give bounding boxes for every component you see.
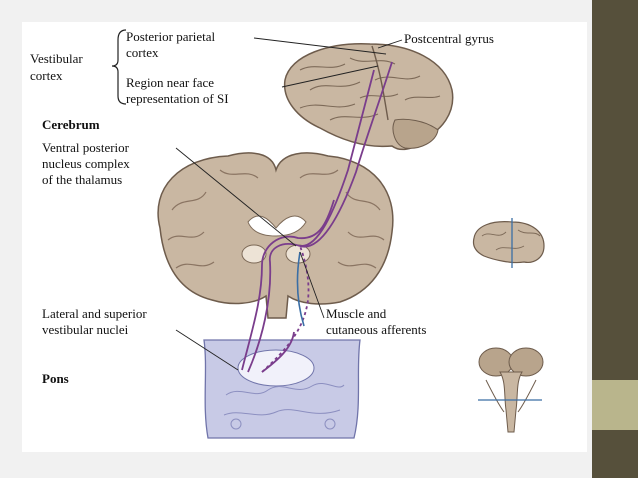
- cerebrum-label: Cerebrum: [42, 117, 100, 132]
- region-near-face-label: Region near face representation of SI: [126, 75, 229, 106]
- ventral-posterior-label: Ventral posterior nucleus complex of the…: [42, 140, 133, 187]
- postcentral-gyrus-label: Postcentral gyrus: [404, 31, 494, 46]
- posterior-parietal-label: Posterior parietal cortex: [126, 29, 218, 60]
- vestibular-pathway: [241, 61, 393, 373]
- vestibular-cortex-label: Vestibular cortex: [30, 51, 86, 83]
- muscle-cutaneous-label: Muscle and cutaneous afferents: [326, 306, 426, 337]
- lateral-brain: [283, 43, 454, 151]
- slide-sidebar-accent: [592, 380, 638, 430]
- pons-label: Pons: [42, 371, 69, 386]
- afferent-pathway: [296, 251, 305, 327]
- vestibular-bracket: [111, 29, 127, 105]
- coronal-brain-section: [157, 152, 394, 319]
- brainstem-figure: [478, 347, 544, 433]
- leader-lines: [175, 37, 403, 371]
- lateral-superior-label: Lateral and superior vestibular nuclei: [42, 306, 150, 337]
- small-lateral-brain: [472, 218, 545, 268]
